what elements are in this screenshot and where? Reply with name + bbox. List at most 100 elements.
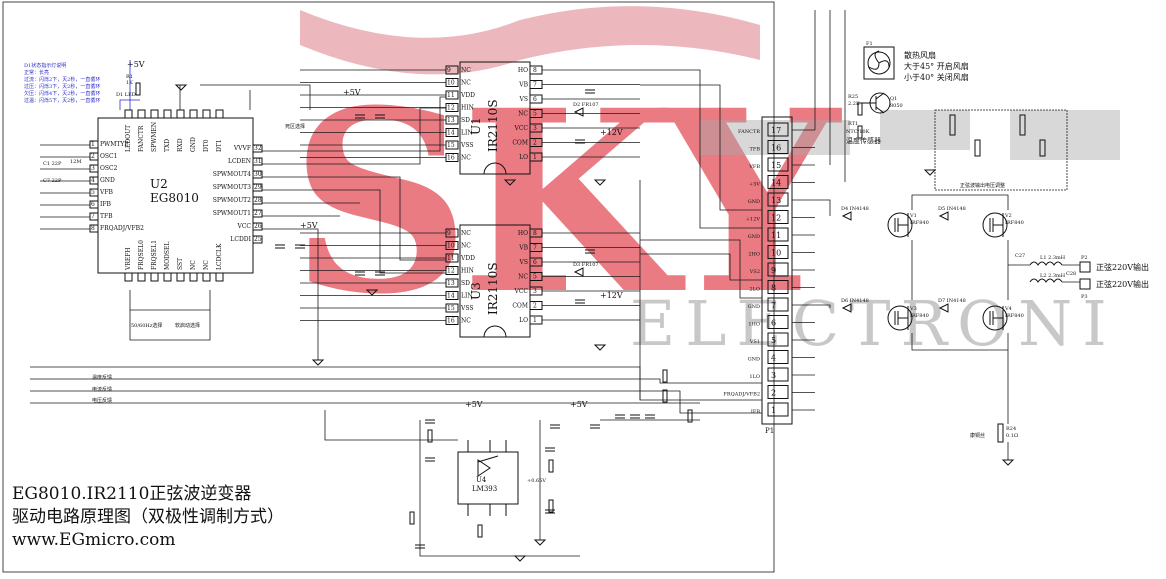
rail-5v-u4b: +5V bbox=[570, 400, 588, 409]
u1-pin-label-left: VDD bbox=[460, 92, 475, 99]
u1-pin-label-right: VCC bbox=[513, 125, 528, 132]
u2-pin-label-right: SPWMOUT2 bbox=[213, 197, 251, 204]
fan-note1: 大于45° 开启风扇 bbox=[904, 61, 969, 71]
u3-pin-num-left: 15 bbox=[447, 305, 455, 312]
fan-ref: F1 bbox=[866, 41, 873, 47]
rt1-desc: 温度传感器 bbox=[846, 136, 881, 145]
drawing-title-block: EG8010.IR2110正弦波逆变器 驱动电路原理图（双极性调制方式） www… bbox=[12, 484, 284, 550]
u2-pin-label-top: TXD bbox=[164, 139, 171, 152]
u3-pin-num-right: 2 bbox=[533, 303, 537, 310]
shunt-r24: R24 0.1Ω 康铜丝 bbox=[970, 423, 1018, 443]
crystal-label: 12M bbox=[70, 159, 81, 165]
d1-status-notes: D1状态指示灯说明 正常：长亮 过流：闪烁2下，灭2秒，一直循环 过压：闪烁3下… bbox=[24, 62, 100, 104]
softstart-label: 软启动选择 bbox=[175, 322, 200, 329]
u2-pin-num-left: 1 bbox=[91, 141, 95, 148]
u2-pin-label-top: DT1 bbox=[216, 139, 223, 152]
u2-pin-num-left: 2 bbox=[91, 153, 95, 160]
u3-pin-num-left: 12 bbox=[447, 268, 455, 275]
r1-val: 1K bbox=[126, 80, 133, 86]
rail-5v-mid: +5V bbox=[343, 88, 361, 97]
feedback-voltage: 电压反馈 bbox=[92, 397, 112, 404]
p1-pin-num: 5 bbox=[771, 336, 776, 345]
u3-pin-num-right: 5 bbox=[533, 274, 537, 281]
output-2-label: 正弦220V输出 bbox=[1096, 279, 1149, 289]
feedback-temp: 温度反馈 bbox=[92, 374, 112, 381]
u1-pin-num-left: 13 bbox=[447, 117, 455, 124]
rt1-ref: RT1 bbox=[848, 121, 858, 127]
u3-part: IR2110S bbox=[486, 262, 500, 315]
p1-pin-label: GND bbox=[748, 357, 760, 363]
u2-pin-label-bottom: MODSEL bbox=[164, 242, 171, 270]
u3-pin-num-left: 16 bbox=[447, 318, 455, 325]
p1-pin-num: 7 bbox=[771, 301, 776, 310]
u1-pin-label-left: NC bbox=[461, 80, 471, 87]
mosfet-part: IRF840 bbox=[1005, 220, 1024, 226]
u2-pin-label-left: GND bbox=[100, 177, 115, 184]
r24-ref: R24 bbox=[1006, 426, 1016, 432]
p1-pin-num: 16 bbox=[771, 144, 781, 153]
u1-pin-num-right: 6 bbox=[533, 96, 537, 103]
wires bbox=[30, 10, 1080, 562]
p1-pin-label: +12V bbox=[746, 217, 761, 223]
u2-pin-label-right: VCC bbox=[236, 223, 251, 230]
u3-pin-label-left: VDD bbox=[460, 255, 475, 262]
fan-note2: 小于40° 关闭风扇 bbox=[904, 72, 969, 82]
u1-pin-num-left: 16 bbox=[447, 155, 455, 162]
u2-pin-num-right: 27 bbox=[254, 210, 262, 217]
d1-note-title: D1状态指示灯说明 bbox=[24, 62, 66, 69]
u2-pin-label-left: FRQADJ/VFB2 bbox=[100, 225, 144, 232]
u3-pin-label-right: COM bbox=[512, 303, 528, 310]
u3-pin-num-left: 10 bbox=[447, 243, 455, 250]
u1-pin-label-left: HIN bbox=[461, 105, 474, 112]
p1-pin-label: GND bbox=[748, 199, 760, 205]
p1-pin-num: 14 bbox=[771, 179, 781, 188]
r24-val: 0.1Ω bbox=[1006, 433, 1018, 439]
p1-pin-label: 2LO bbox=[749, 287, 760, 293]
watermark-sub: ELECTRONI bbox=[630, 287, 1117, 360]
drawing-frame bbox=[2, 1, 775, 573]
p1-pin-num: 4 bbox=[771, 354, 776, 363]
mosfet-part: IRF840 bbox=[1005, 313, 1024, 319]
u2-pin-label-top: SPWMEN bbox=[151, 122, 158, 152]
u1-pin-label-right: COM bbox=[512, 140, 528, 147]
u1-pin-label-left: NC bbox=[461, 155, 471, 162]
p1-pin-num: 15 bbox=[771, 161, 781, 170]
u2-pin-label-left: OSC2 bbox=[100, 165, 118, 172]
u3-pin-num-right: 6 bbox=[533, 259, 537, 266]
p1-pin-num: 3 bbox=[771, 371, 776, 380]
p1-pin-num: 6 bbox=[771, 319, 776, 328]
r1-ref: R1 bbox=[126, 74, 133, 80]
p1-pin-num: 12 bbox=[771, 214, 781, 223]
u3-pin-label-left: NC bbox=[461, 230, 471, 237]
u2-pin-label-bottom: FRQSEL0 bbox=[138, 240, 145, 270]
u2-pin-num-right: 30 bbox=[254, 171, 262, 178]
p1-connector: P1 17FANCTR16TFB15VFB14+5V13GND12+12V11G… bbox=[723, 116, 815, 435]
u1-pin-label-right: NC bbox=[518, 111, 528, 118]
u2-pin-label-bottom: NC bbox=[203, 260, 210, 270]
u4-lm393: U4 LM393 +0.65V bbox=[457, 440, 546, 516]
u2-pin-label-top: RXD bbox=[177, 138, 184, 152]
p3-ref: P3 bbox=[1081, 294, 1088, 300]
u2-pin-num-left: 4 bbox=[91, 177, 95, 184]
u2-pin-label-top: GND bbox=[190, 137, 197, 152]
u3-pin-label-right: VS bbox=[519, 259, 528, 266]
fan-f1: F1 散热风扇 大于45° 开启风扇 小于40° 关闭风扇 bbox=[863, 41, 969, 82]
u3-pin-label-left: NC bbox=[461, 318, 471, 325]
u3-pin-num-left: 9 bbox=[447, 230, 451, 237]
u3-pin-label-left: LIN bbox=[461, 293, 473, 300]
mosfet-ref: V1 bbox=[909, 213, 917, 219]
u2-pin-num-right: 28 bbox=[254, 197, 262, 204]
voltage-adjust-label: 正弦波输出电压调整 bbox=[960, 182, 1005, 189]
u2-pin-label-left: TFB bbox=[100, 213, 113, 220]
p1-ref: P1 bbox=[765, 427, 774, 435]
rail-12v-u3: +12V bbox=[600, 291, 623, 300]
title-line-2: 驱动电路原理图（双极性调制方式） bbox=[12, 507, 284, 527]
u3-pin-label-right: LO bbox=[519, 317, 528, 324]
u2-pin-num-right: 32 bbox=[254, 145, 262, 152]
p1-pin-num: 8 bbox=[771, 284, 776, 293]
u2-pin-num-right: 25 bbox=[254, 236, 262, 243]
